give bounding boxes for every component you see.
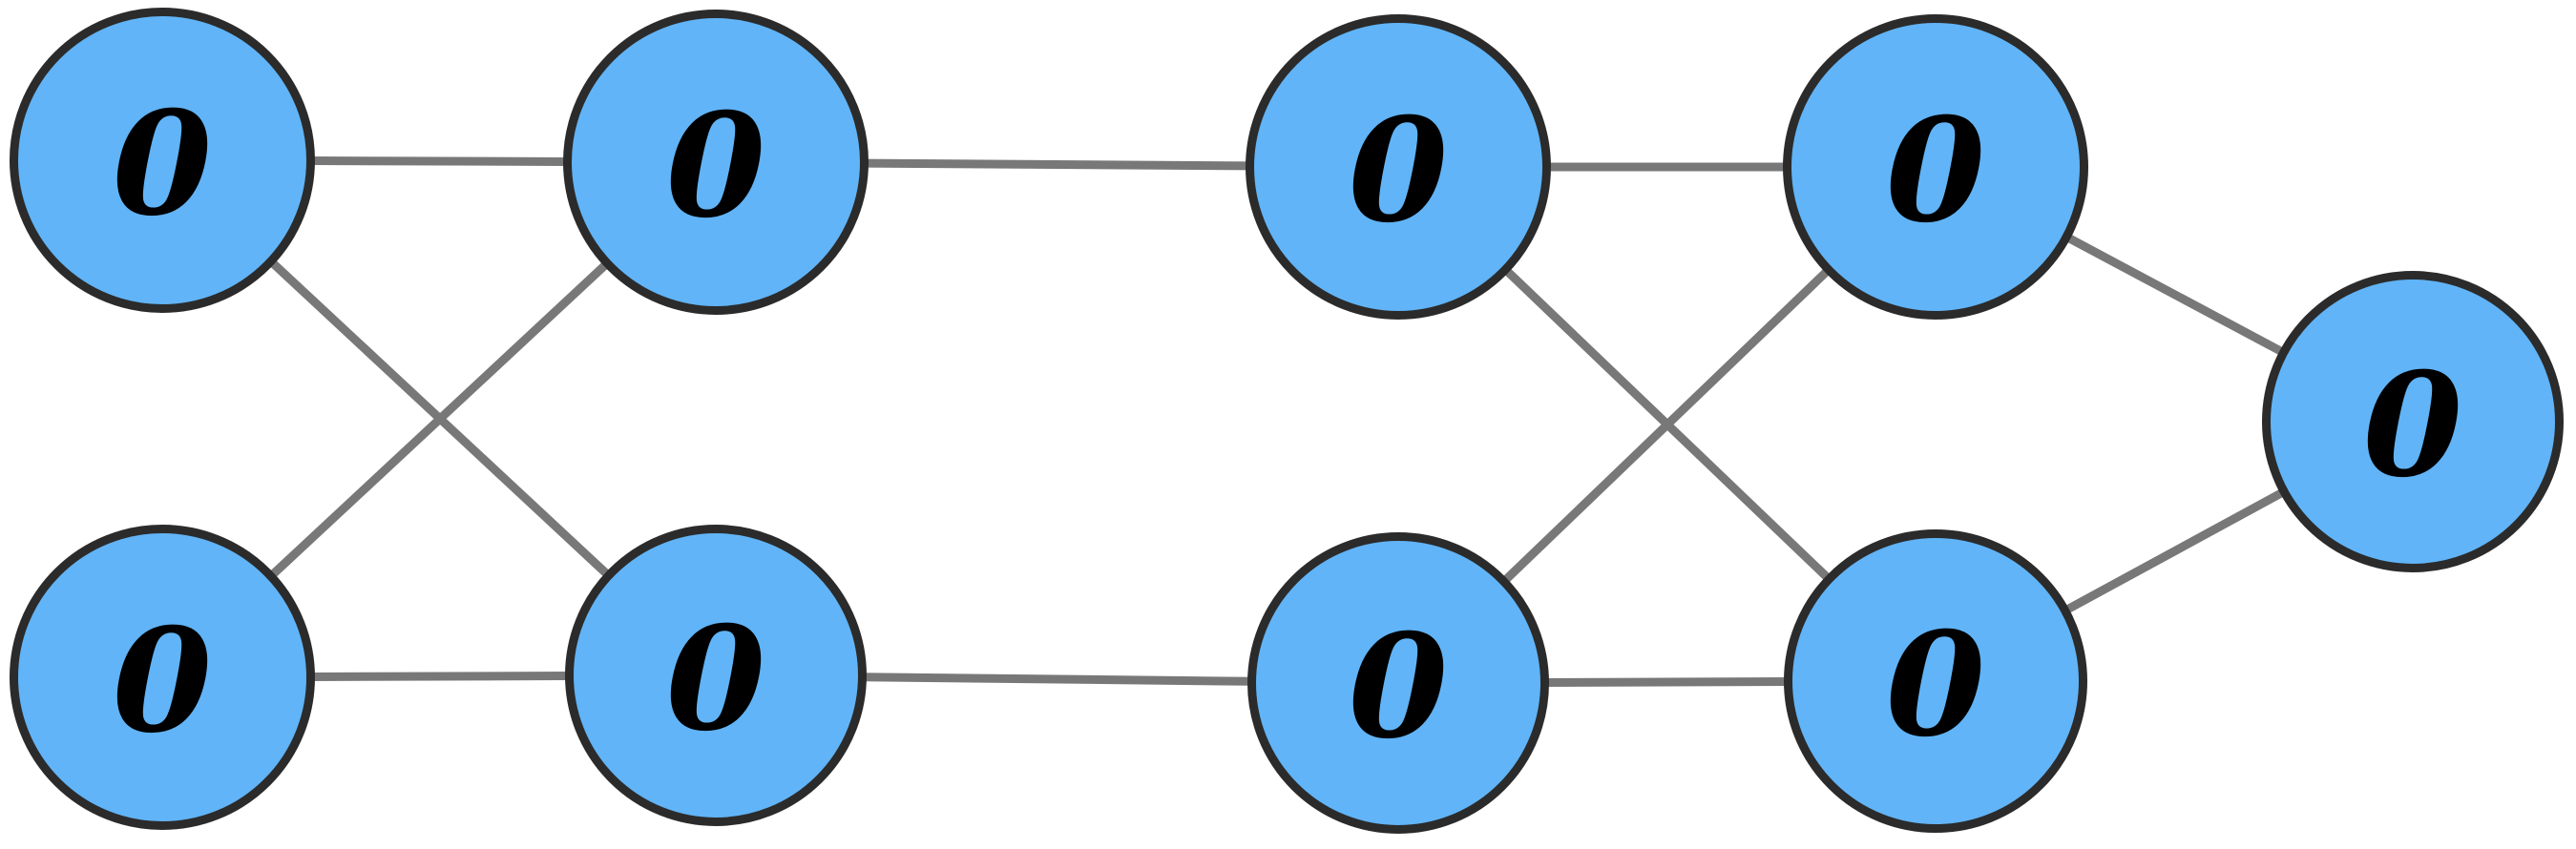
graph-node-circle[interactable] xyxy=(2262,271,2564,572)
graph-node[interactable]: 0 xyxy=(10,525,315,830)
graph-node-label: 0 xyxy=(1349,87,1448,255)
graph-node-circle[interactable] xyxy=(10,525,315,830)
graph-edge xyxy=(2063,487,2287,615)
graph-edge xyxy=(310,156,568,166)
edge-layer xyxy=(267,156,2287,687)
graph-node-circle[interactable] xyxy=(565,525,867,826)
graph-edge xyxy=(862,673,1252,686)
graph-node[interactable]: 0 xyxy=(2262,271,2564,572)
graph-node-label: 0 xyxy=(1886,87,1985,255)
graph-node-label: 0 xyxy=(113,597,212,765)
graph-node-circle[interactable] xyxy=(1784,529,2087,833)
graph-edge xyxy=(310,672,570,681)
graph-node-circle[interactable] xyxy=(10,8,315,313)
graph-edge xyxy=(1544,677,1789,687)
graph-node[interactable]: 0 xyxy=(1246,14,1551,320)
graph-node[interactable]: 0 xyxy=(1783,14,2088,320)
graph-node-circle[interactable] xyxy=(1783,14,2088,320)
graph-node-label: 0 xyxy=(666,595,765,763)
graph-node-label: 0 xyxy=(113,80,212,248)
graph-node-circle[interactable] xyxy=(563,10,869,315)
graph-node-label: 0 xyxy=(1886,601,1985,769)
graph-edge xyxy=(1500,266,1832,585)
graph-edge xyxy=(267,259,611,580)
graph-node[interactable]: 0 xyxy=(565,525,867,826)
node-layer: 0 0 0 0 0 0 0 0 0 xyxy=(10,8,2564,834)
graph-node-circle[interactable] xyxy=(1246,14,1551,320)
graph-node-label: 0 xyxy=(666,82,765,250)
graph-edge xyxy=(864,158,1250,171)
graph-node[interactable]: 0 xyxy=(1784,529,2087,833)
graph-node-circle[interactable] xyxy=(1247,532,1549,834)
graph-node[interactable]: 0 xyxy=(563,10,869,315)
graph-node-label: 0 xyxy=(1349,603,1448,771)
graph-node[interactable]: 0 xyxy=(10,8,315,313)
graph-node[interactable]: 0 xyxy=(1247,532,1549,834)
graph-node-label: 0 xyxy=(2363,342,2462,509)
graph-edge xyxy=(2064,233,2286,357)
